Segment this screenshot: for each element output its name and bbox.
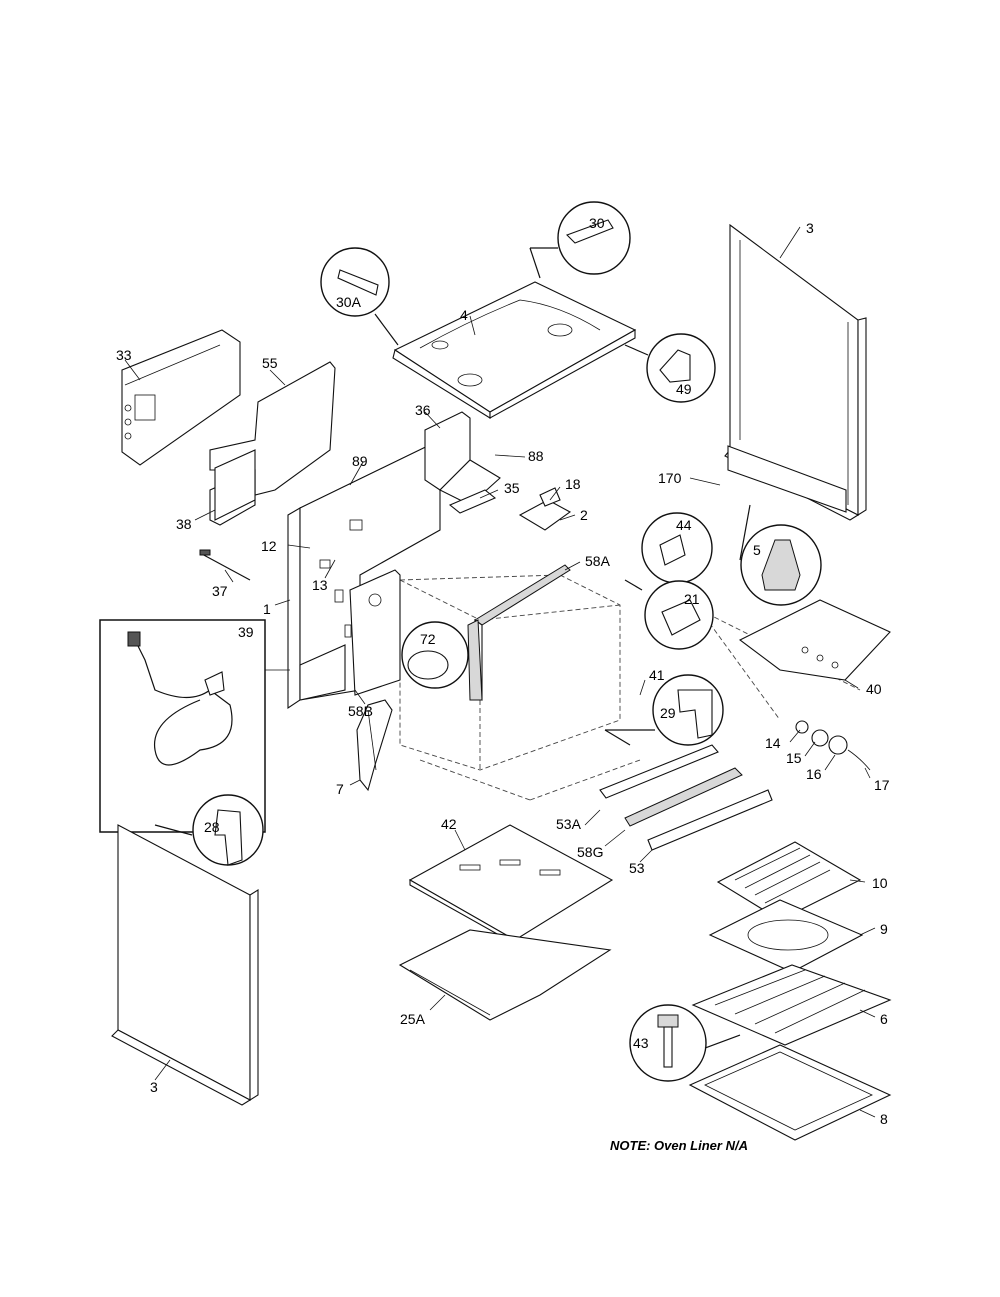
callout-58a: 58A [585, 553, 611, 569]
callout-37: 37 [212, 583, 228, 599]
oven-cavity-dashed [399, 574, 861, 801]
callout-42: 42 [441, 816, 457, 832]
callout-40: 40 [866, 681, 882, 697]
callout-35: 35 [504, 480, 520, 496]
inset-43 [629, 1004, 741, 1082]
callout-7: 7 [336, 781, 344, 797]
callout-13: 13 [312, 577, 328, 593]
callout-41: 41 [649, 667, 665, 683]
inset-29 [604, 674, 724, 746]
part-36-bracket [424, 411, 501, 514]
inset-28 [154, 794, 264, 866]
callout-25a: 25A [400, 1011, 426, 1027]
callout-49: 49 [676, 381, 692, 397]
part-38-panel [214, 449, 256, 521]
part-58b-trim [344, 569, 401, 696]
callout-53: 53 [629, 860, 645, 876]
callout-6: 6 [880, 1011, 888, 1027]
callout-44: 44 [676, 517, 692, 533]
callout-16: 16 [806, 766, 822, 782]
part-42-bottom-panel [408, 824, 614, 945]
callout-72: 72 [420, 631, 436, 647]
callout-30a: 30A [336, 294, 362, 310]
callout-55: 55 [262, 355, 278, 371]
inset-30 [529, 201, 631, 279]
inset-44 [624, 512, 713, 591]
callout-14: 14 [765, 735, 781, 751]
callout-3-lower: 3 [150, 1079, 158, 1095]
part-40-pan [738, 599, 891, 681]
callout-15: 15 [786, 750, 802, 766]
callout-30: 30 [589, 215, 605, 231]
callout-29: 29 [660, 705, 676, 721]
frame-front-panel [287, 439, 441, 710]
callout-28: 28 [204, 819, 220, 835]
callout-3-upper: 3 [806, 220, 814, 236]
part-18-clip [518, 487, 572, 531]
callout-1: 1 [263, 601, 271, 617]
callout-9: 9 [880, 921, 888, 937]
callout-12: 12 [261, 538, 277, 554]
callout-5: 5 [753, 542, 761, 558]
part-9-broil-pan [708, 899, 864, 973]
inset-30a [320, 247, 399, 346]
callout-33: 33 [116, 347, 132, 363]
part-72-inset [401, 621, 469, 689]
callout-53a: 53A [556, 816, 582, 832]
part-10-broil-grid [716, 841, 862, 921]
part-8-tray [688, 1044, 892, 1141]
part-33-panel [121, 329, 241, 466]
callout-43: 43 [633, 1035, 649, 1051]
inset-49 [624, 333, 716, 403]
callout-89: 89 [352, 453, 368, 469]
callout-10: 10 [872, 875, 888, 891]
callout-4: 4 [460, 307, 468, 323]
callout-36: 36 [415, 402, 431, 418]
part-58a-trim [467, 564, 571, 701]
part-25a-drawer [398, 929, 612, 1021]
inset-5 [739, 504, 822, 606]
oven-liner-note: NOTE: Oven Liner N/A [610, 1138, 748, 1153]
callout-2: 2 [580, 507, 588, 523]
inset-21 [644, 580, 714, 650]
part-37-rod [199, 549, 251, 581]
callout-labels: 3 30 30A 4 49 33 55 36 88 89 18 35 2 170… [116, 215, 890, 1127]
callout-21: 21 [684, 591, 700, 607]
top-cooktop [392, 281, 637, 419]
callout-58b: 58B [348, 703, 373, 719]
callout-88: 88 [528, 448, 544, 464]
part-6-oven-rack [691, 964, 892, 1046]
callout-17: 17 [874, 777, 890, 793]
callout-58g: 58G [577, 844, 603, 860]
callout-170: 170 [658, 470, 682, 486]
leader-lines [124, 226, 876, 1118]
light-assembly-parts [795, 720, 871, 771]
callout-38: 38 [176, 516, 192, 532]
callout-8: 8 [880, 1111, 888, 1127]
callout-18: 18 [565, 476, 581, 492]
callout-39: 39 [238, 624, 254, 640]
side-panel-left [111, 824, 259, 1106]
side-panel-right [724, 223, 867, 521]
rails-53 [599, 744, 773, 851]
part-7-hinge [356, 699, 393, 792]
